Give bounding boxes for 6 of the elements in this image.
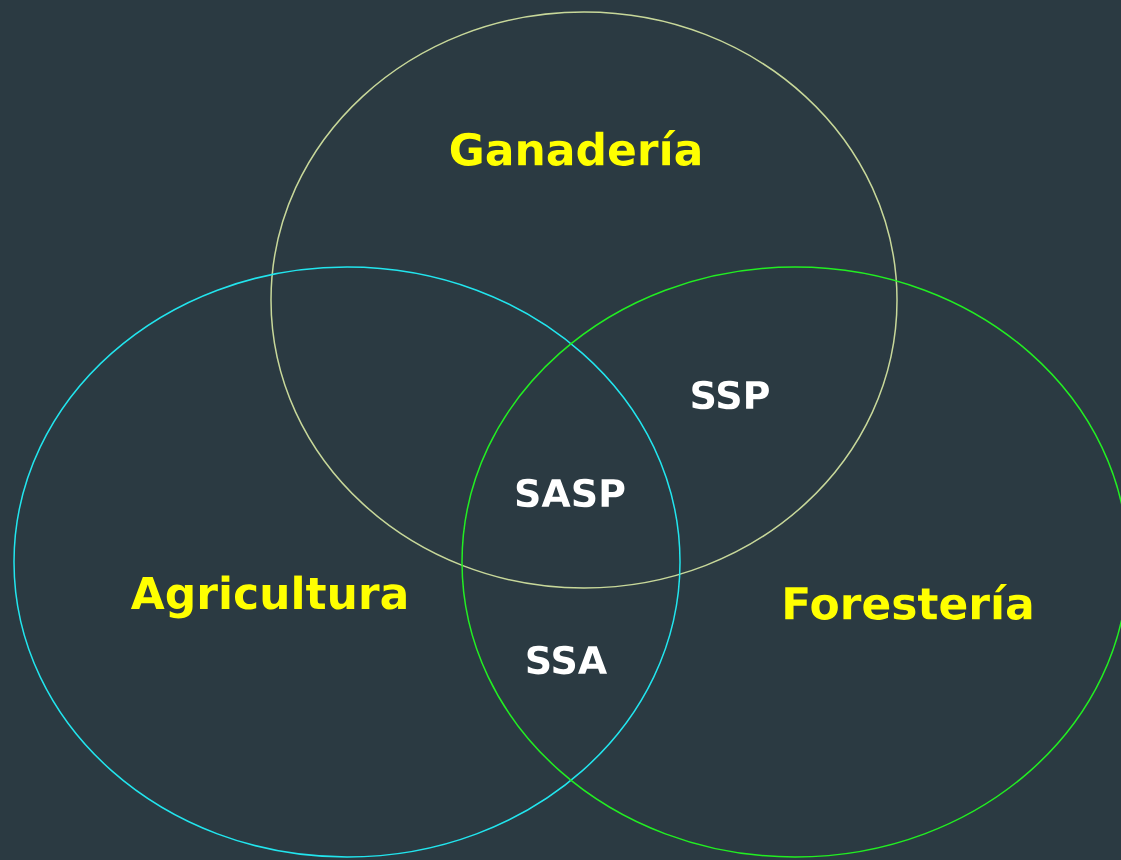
- set-label: Ganadería: [450, 130, 700, 166]
- set-label: Agricultura: [130, 575, 406, 619]
- region-label: SASP: [516, 478, 625, 508]
- region-label: SSP: [692, 380, 769, 410]
- set-label: Forestería: [785, 584, 1032, 620]
- region-label: SSA: [527, 645, 608, 675]
